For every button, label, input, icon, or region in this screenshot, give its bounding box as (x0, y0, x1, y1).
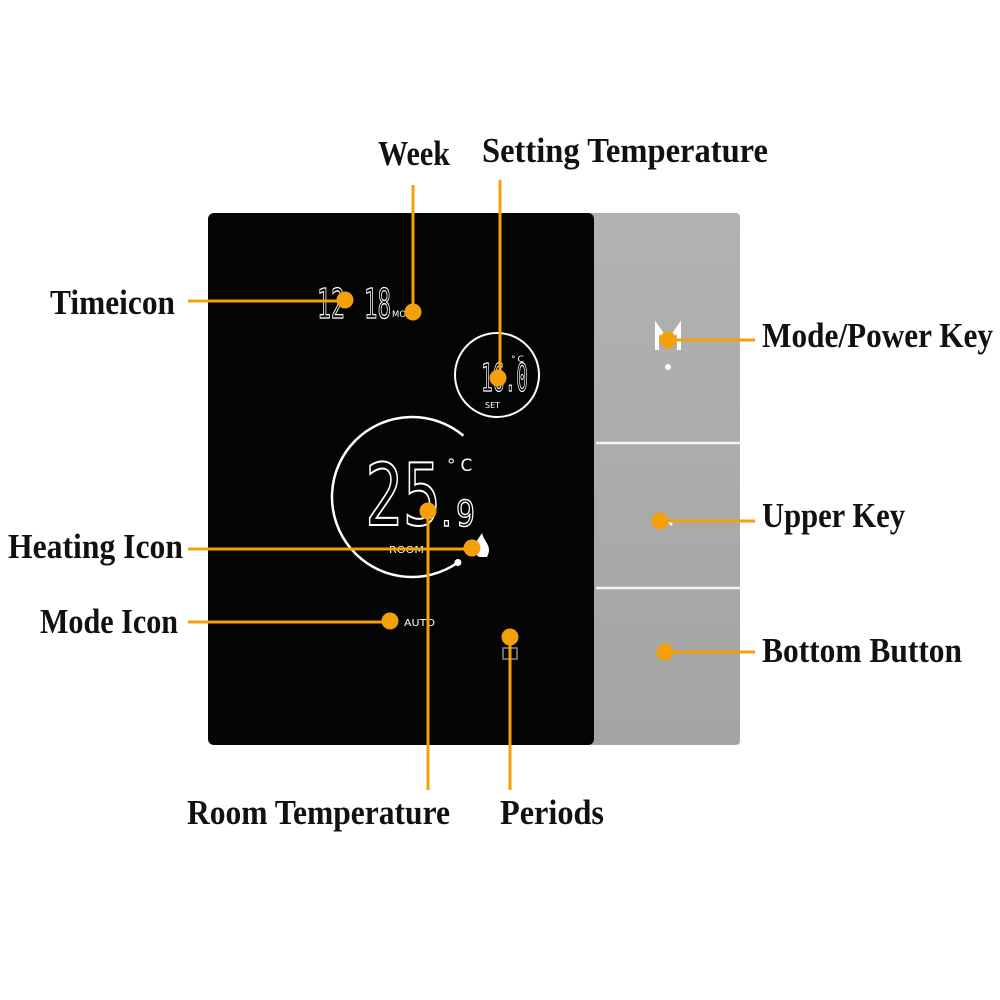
set-label: SET (485, 401, 500, 410)
label-room-temperature: Room Temperature (187, 793, 450, 832)
callout-dot-heating-icon (463, 539, 481, 557)
callout-dot-upper-key (651, 512, 669, 530)
set-temperature-unit: °C (511, 355, 526, 365)
callout-dot-week (404, 303, 422, 321)
weekday: MO (392, 310, 406, 320)
callout-dot-mode-power-key (659, 331, 677, 349)
mode-power-key[interactable] (592, 213, 740, 442)
callout-dot-timeicon (336, 291, 354, 309)
bottom-button[interactable] (592, 589, 740, 745)
key-panel-background (584, 213, 740, 745)
set-temperature-ring (454, 332, 540, 418)
label-timeicon: Timeicon (50, 283, 175, 322)
room-temperature-decimal: .9 (437, 494, 475, 535)
label-mode-power-key: Mode/Power Key (762, 316, 993, 355)
thermostat: 12 18 MO 16.0 °C SET 25 .9 °C ROOM AUTO (208, 213, 740, 745)
label-upper-key: Upper Key (762, 496, 905, 535)
label-periods: Periods (500, 793, 604, 832)
callout-dot-setting-temperature (489, 369, 507, 387)
room-temperature-integer: 25 (365, 446, 441, 546)
key-panel (584, 213, 740, 745)
callout-dot-periods (501, 628, 519, 646)
label-setting-temperature: Setting Temperature (482, 131, 768, 170)
callouts (188, 180, 755, 790)
room-temperature-unit: °C (447, 456, 477, 476)
label-heating-icon: Heating Icon (8, 527, 183, 566)
callout-dot-room-temperature (419, 502, 437, 520)
label-mode-icon: Mode Icon (40, 602, 178, 641)
label-week: Week (378, 134, 450, 173)
callout-dot-mode-icon (381, 612, 399, 630)
label-bottom-button: Bottom Button (762, 631, 962, 670)
room-temperature-arc-knob (454, 559, 462, 566)
labels: Week Setting Temperature Timeicon Mode/P… (8, 131, 993, 832)
room-temperature-arc (330, 415, 465, 579)
mode-value: AUTO (404, 618, 435, 629)
callout-dot-bottom-button (656, 643, 674, 661)
time-minutes: 18 (364, 280, 391, 328)
lcd-screen (208, 213, 594, 745)
